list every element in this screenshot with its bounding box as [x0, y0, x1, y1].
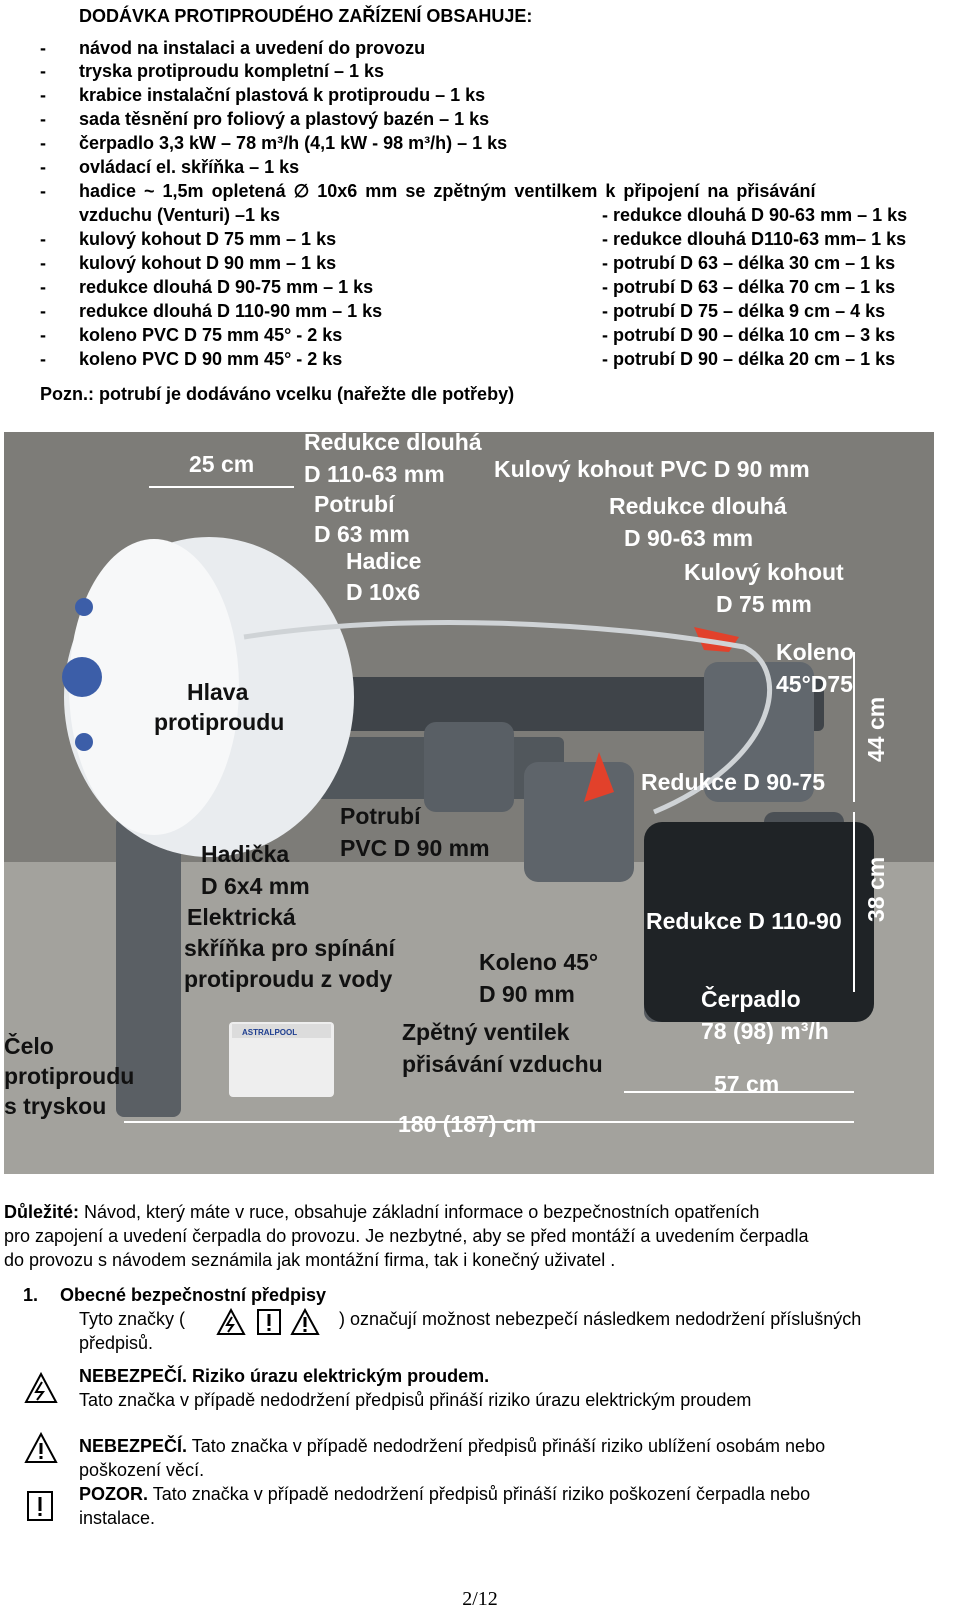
- label-reduk-90-63-size: D 90-63 mm: [624, 525, 753, 551]
- label-skrinka-2: skříňka pro spínání: [184, 935, 397, 961]
- label-koleno-75: Koleno: [776, 639, 854, 665]
- label-cerpadlo-flow: 78 (98) m³/h: [701, 1018, 829, 1044]
- label-hlava-2: protiproudu: [154, 709, 284, 735]
- label-skrinka: Elektrická: [187, 904, 296, 930]
- label-reduk-90-75: Redukce D 90-75: [641, 769, 825, 795]
- electric-warning-icon: [24, 1372, 58, 1403]
- label-reduk-90-63: Redukce dlouhá: [609, 493, 787, 519]
- electric-warning-icon: [216, 1308, 246, 1335]
- label-celo-3: s tryskou: [4, 1093, 106, 1119]
- label-potrubi-63: Potrubí: [314, 491, 396, 517]
- label-hadice-size: D 10x6: [346, 579, 420, 605]
- label-potrubi-63-size: D 63 mm: [314, 521, 410, 547]
- section-heading: DODÁVKA PROTIPROUDÉHO ZAŘÍZENÍ OBSAHUJE:: [79, 6, 533, 26]
- label-kulovy-90: Kulový kohout PVC D 90 mm: [494, 456, 810, 482]
- important-paragraph: Důležité: Návod, který máte v ruce, obsa…: [4, 1202, 809, 1270]
- label-reduk-110-90: Redukce D 110-90: [646, 908, 842, 934]
- signs-paragraph-end: předpisů.: [79, 1333, 154, 1353]
- label-ventil: Zpětný ventilek: [402, 1019, 570, 1045]
- signs-paragraph: Tyto značky (: [79, 1309, 186, 1329]
- section-number: 1.: [23, 1285, 39, 1305]
- label-celo: Čelo: [4, 1032, 54, 1059]
- label-reduk-110-63-size: D 110-63 mm: [304, 461, 445, 487]
- label-skrinka-3: protiproudu z vody: [184, 966, 392, 992]
- caution-paragraph-end: instalace.: [79, 1508, 156, 1528]
- label-koleno-75-size: 45°D75: [776, 671, 853, 697]
- electric-text: Tato značka v případě nedodržení předpis…: [79, 1390, 752, 1410]
- dim-44: 44 cm: [863, 697, 889, 762]
- label-hadicka-size: D 6x4 mm: [201, 873, 310, 899]
- label-hlava: Hlava: [187, 679, 249, 705]
- dim-38: 38 cm: [863, 857, 889, 922]
- label-cerpadlo: Čerpadlo: [701, 985, 801, 1012]
- label-potrubi-90: Potrubí: [340, 803, 422, 829]
- dim-57: 57 cm: [714, 1071, 779, 1097]
- label-ventil-2: přisávání vzduchu: [402, 1051, 603, 1077]
- caution-paragraph: POZOR. Tato značka v případě nedodržení …: [79, 1484, 811, 1504]
- box-brand-text: ASTRALPOOL: [242, 1028, 297, 1037]
- label-hadicka: Hadička: [201, 841, 289, 867]
- signs-paragraph-cont: ) označují možnost nebezpečí následkem n…: [339, 1309, 862, 1329]
- page-number: 2/12: [462, 1588, 498, 1610]
- label-kulovy-75-size: D 75 mm: [716, 591, 812, 617]
- label-hadice: Hadice: [346, 548, 421, 574]
- danger-paragraph: NEBEZPEČÍ. Tato značka v případě nedodrž…: [79, 1436, 826, 1456]
- label-reduk-110-63: Redukce dlouhá: [304, 432, 482, 455]
- danger-triangle-icon: [24, 1432, 58, 1463]
- label-koleno-90-size: D 90 mm: [479, 981, 575, 1007]
- danger-paragraph-end: poškození věcí.: [79, 1460, 205, 1480]
- section-title: Obecné bezpečnostní předpisy: [60, 1285, 327, 1305]
- product-photo: ASTRALPOOL 25 cm Redukce dlouhá D 110-63…: [4, 432, 934, 1174]
- label-celo-2: protiproudu: [4, 1063, 134, 1089]
- caution-square-icon: [257, 1309, 281, 1335]
- dim-25: 25 cm: [189, 451, 254, 477]
- caution-square-icon: [27, 1491, 53, 1521]
- label-kulovy-75: Kulový kohout: [684, 559, 844, 585]
- electric-title: NEBEZPEČÍ. Riziko úrazu elektrickým prou…: [79, 1366, 490, 1386]
- dim-180: 180 (187) cm: [398, 1111, 536, 1137]
- label-potrubi-90-size: PVC D 90 mm: [340, 835, 490, 861]
- product-illustration: ASTRALPOOL 25 cm Redukce dlouhá D 110-63…: [4, 432, 934, 1174]
- danger-triangle-icon: [290, 1308, 320, 1335]
- note: Pozn.: potrubí je dodáváno vcelku (nařež…: [40, 384, 515, 404]
- label-koleno-90: Koleno 45°: [479, 949, 598, 975]
